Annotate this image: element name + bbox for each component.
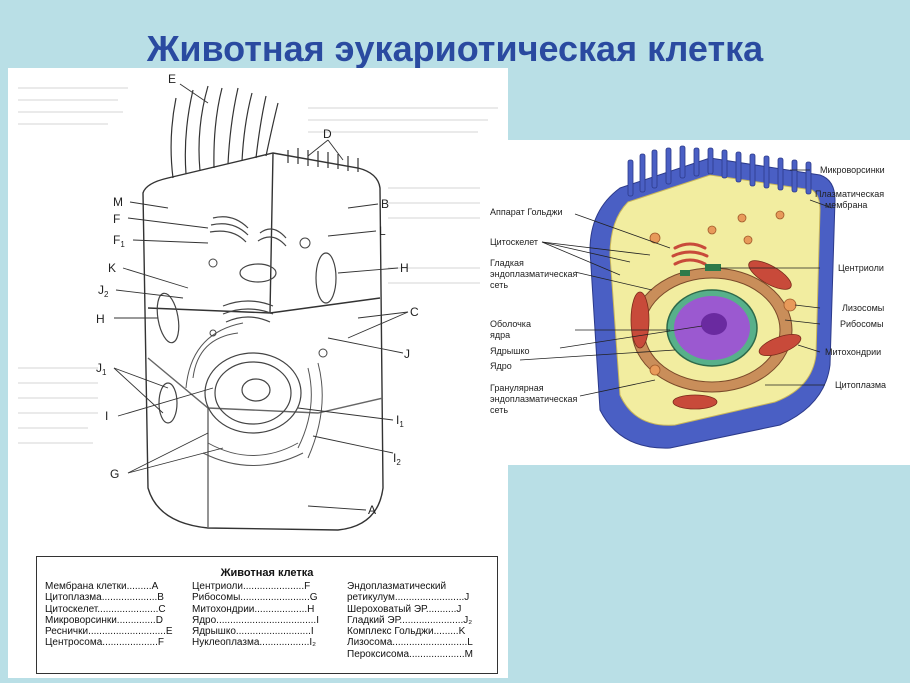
lysosomes — [208, 237, 328, 358]
legend-item: Пероксисома....................M — [347, 648, 473, 660]
er-curves — [185, 322, 323, 466]
diagram-letters: E D M F F1 B L K J2 H H C J J1 I I1 I2 G… — [96, 72, 419, 517]
legend-column-2: Центриоли......................F Рибосом… — [192, 581, 319, 649]
legend-item: Микроворсинки..............D — [45, 614, 163, 626]
label-cytoplasm: Цитоплазма — [835, 380, 886, 390]
legend-item: Шероховатый ЭР...........J — [347, 603, 462, 615]
cilia — [170, 85, 279, 179]
right-labels-left: Аппарат Гольджи Цитоскелет Гладкая эндоп… — [490, 207, 577, 415]
legend-item: Цитоплазма....................B — [45, 592, 164, 604]
legend-column-1: Мембрана клетки.........A Цитоплазма....… — [45, 581, 173, 649]
letter-I: I — [105, 409, 108, 423]
nucleus — [204, 352, 302, 434]
legend-item: Центросома....................F — [45, 637, 164, 649]
letter-K: K — [108, 261, 116, 275]
label-centrioles: Центриоли — [838, 263, 884, 273]
microvilli — [287, 148, 359, 172]
legend-item: Гладкий ЭР.......................J₂ — [347, 614, 473, 626]
legend-item: Лизосома...........................L — [347, 637, 473, 649]
letter-G: G — [110, 467, 119, 481]
legend-item: Мембрана клетки.........A — [45, 581, 159, 592]
mitochondria — [156, 252, 337, 424]
label-smooth-er-2: эндоплазматическая — [490, 269, 577, 279]
label-smooth-er-3: сеть — [490, 280, 508, 290]
letter-C: C — [410, 305, 419, 319]
cell-outline — [142, 152, 384, 531]
slide-title: Животная эукариотическая клетка — [146, 28, 764, 69]
letter-F1: F1 — [113, 233, 125, 249]
legend-item: Комплекс Гольджи.........K — [347, 626, 466, 638]
centriole-shape — [705, 264, 721, 271]
label-nucleolus: Ядрышко — [490, 346, 530, 356]
legend-box: Животная клетка Мембрана клетки.........… — [36, 556, 498, 674]
label-microvilli: Микроворсинки — [820, 165, 885, 175]
label-ribosomes: Рибосомы — [840, 319, 883, 329]
right-leader-lines — [519, 169, 833, 397]
label-nuclear-envelope-1: Оболочка — [490, 319, 531, 329]
label-rough-er-1: Гранулярная — [490, 383, 544, 393]
legend-item: Центриоли......................F — [192, 581, 311, 592]
legend-column-3: Эндоплазматический ретикулум............… — [347, 581, 473, 660]
leader-lines — [113, 83, 409, 511]
label-golgi: Аппарат Гольджи — [490, 207, 563, 217]
letter-J1: J1 — [96, 361, 107, 377]
right-labels-right: Микроворсинки Плазматическая мембрана Це… — [815, 165, 886, 390]
legend-item: Рибосомы.........................G — [192, 592, 318, 604]
legend-item: Митохондрии...................H — [192, 603, 315, 615]
legend-item: ретикулум.........................J — [347, 592, 470, 604]
label-cytoskeleton: Цитоскелет — [490, 237, 538, 247]
label-nuclear-envelope-2: ядра — [490, 330, 510, 340]
label-rough-er-3: сеть — [490, 405, 508, 415]
right-cell-drawing: Аппарат Гольджи Цитоскелет Гладкая эндоп… — [490, 145, 886, 449]
legend-item: Цитоскелет......................C — [45, 603, 166, 615]
centriole-shape-2 — [680, 270, 690, 276]
legend-item: Ядро....................................… — [192, 614, 319, 626]
legend-title: Животная клетка — [220, 567, 314, 579]
left-cell-drawing: E D M F F1 B L K J2 H H C J J1 I I1 I2 G… — [18, 72, 498, 531]
letter-A: A — [368, 503, 376, 517]
mitochondria-shapes — [630, 260, 802, 410]
letter-I2: I2 — [393, 451, 401, 467]
letter-B: B — [381, 197, 389, 211]
letter-H-right: H — [400, 261, 409, 275]
legend-item: Ядрышко...........................I — [192, 626, 314, 638]
legend-item: Эндоплазматический — [347, 581, 447, 592]
letter-J: J — [404, 347, 410, 361]
nucleolus-shape — [701, 313, 727, 335]
letter-F: F — [113, 212, 120, 226]
label-mitochondria: Митохондрии — [825, 347, 881, 357]
right-diagram-panel: Аппарат Гольджи Цитоскелет Гладкая эндоп… — [480, 140, 910, 465]
letter-H-left: H — [96, 312, 105, 326]
letter-D: D — [323, 127, 332, 141]
letter-E: E — [168, 72, 176, 86]
label-smooth-er-1: Гладкая — [490, 258, 524, 268]
letter-M: M — [113, 195, 123, 209]
label-nucleus: Ядро — [490, 361, 512, 371]
background-text-lines — [18, 87, 498, 444]
letter-I1: I1 — [396, 413, 404, 429]
letter-J2: J2 — [98, 283, 109, 299]
label-plasma-membrane-1: Плазматическая — [815, 189, 884, 199]
label-lysosomes: Лизосомы — [842, 303, 884, 313]
letter-L: L — [379, 224, 386, 238]
legend-item: Нуклеоплазма..................I₂ — [192, 637, 317, 649]
label-rough-er-2: эндоплазматическая — [490, 394, 577, 404]
golgi — [209, 216, 287, 323]
label-plasma-membrane-2: мембрана — [825, 200, 867, 210]
microvilli-shapes — [627, 145, 812, 197]
legend-item: Реснички............................E — [45, 626, 173, 638]
golgi-shape — [671, 242, 709, 266]
